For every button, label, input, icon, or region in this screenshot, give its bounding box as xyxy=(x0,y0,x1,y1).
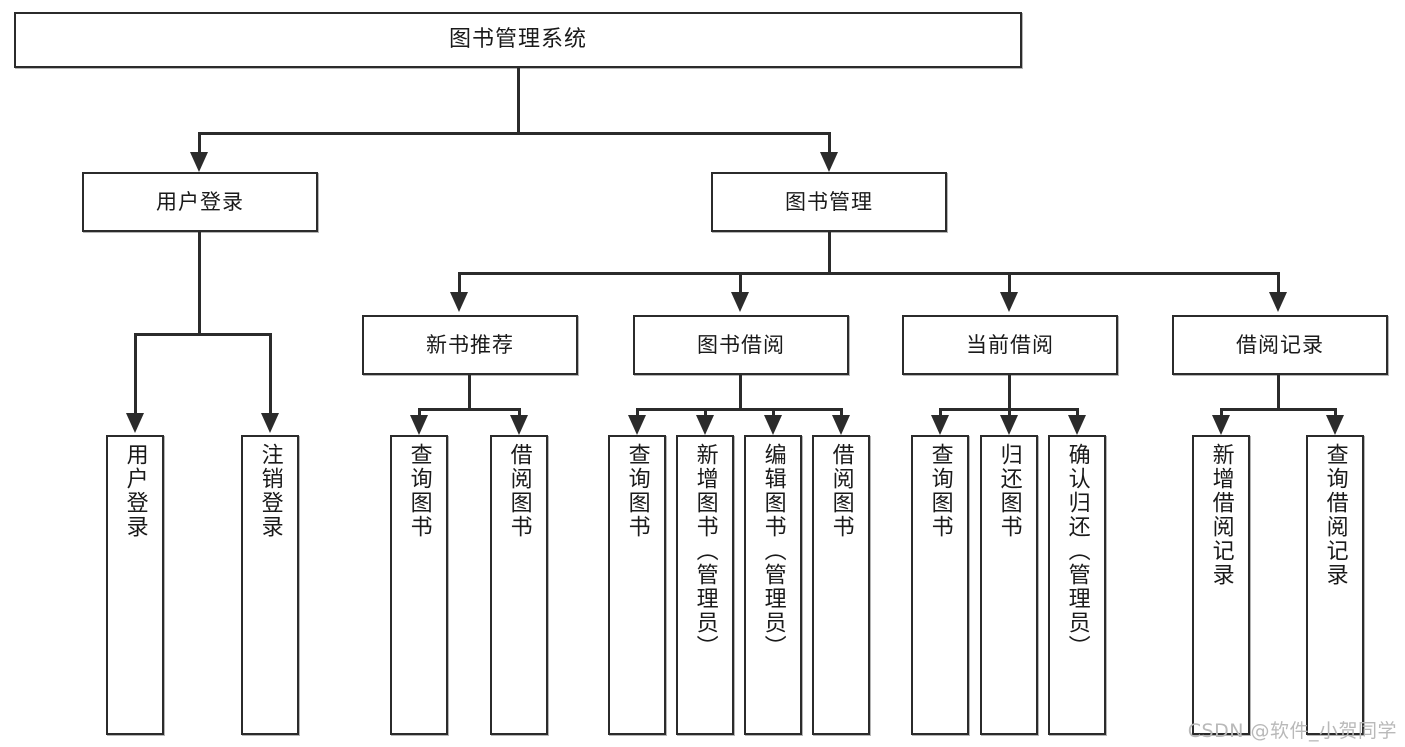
arrowhead-nbr-1 xyxy=(410,415,428,435)
connector-drop-book-borrow xyxy=(739,272,742,294)
node-label: 查询图书 xyxy=(927,443,953,539)
node-label: 用户登录 xyxy=(156,189,244,214)
connector-drop-bb-1 xyxy=(636,408,639,420)
connector-drop-bb-2 xyxy=(704,408,707,420)
node-label: 借阅图书 xyxy=(506,443,532,539)
node-label: 用户登录 xyxy=(122,443,148,539)
node-new-book-recommend[interactable]: 新书推荐 xyxy=(362,315,578,375)
node-borrow-record[interactable]: 借阅记录 xyxy=(1172,315,1388,375)
arrowhead-cb-2 xyxy=(1000,415,1018,435)
connector-drop-bb-4 xyxy=(840,408,843,420)
node-label: 注销登录 xyxy=(257,443,283,539)
node-label: 借阅图书 xyxy=(828,443,854,539)
node-label: 新增图书（管理员） xyxy=(692,443,718,659)
arrowhead-br-1 xyxy=(1212,415,1230,435)
arrowhead-book-management xyxy=(820,152,838,172)
leaf-user-login-login[interactable]: 用户登录 xyxy=(106,435,164,735)
arrowhead-current-borrow xyxy=(1000,292,1018,312)
connector-book-management-stem xyxy=(828,232,831,274)
arrowhead-leaf-user-login-2 xyxy=(261,413,279,433)
leaf-book-borrow-add-admin[interactable]: 新增图书（管理员） xyxy=(676,435,734,735)
leaf-new-book-query[interactable]: 查询图书 xyxy=(390,435,448,735)
watermark-text: CSDN @软件_小贺同学 xyxy=(1187,720,1397,742)
arrowhead-leaf-user-login-1 xyxy=(126,413,144,433)
connector-drop-leaf-user-login-1 xyxy=(134,333,137,415)
connector-user-login-stem xyxy=(198,232,201,335)
node-book-borrow[interactable]: 图书借阅 xyxy=(633,315,849,375)
arrowhead-bb-3 xyxy=(764,415,782,435)
node-label: 借阅记录 xyxy=(1236,332,1324,357)
connector-drop-book-management xyxy=(828,132,831,154)
leaf-book-borrow-borrow[interactable]: 借阅图书 xyxy=(812,435,870,735)
arrowhead-book-borrow xyxy=(731,292,749,312)
arrowhead-bb-2 xyxy=(696,415,714,435)
node-label: 查询图书 xyxy=(406,443,432,539)
node-book-management[interactable]: 图书管理 xyxy=(711,172,947,232)
node-label: 编辑图书（管理员） xyxy=(760,443,786,659)
connector-book-borrow-bus xyxy=(636,408,843,411)
connector-borrow-record-bus xyxy=(1220,408,1337,411)
connector-new-book-recommend-bus xyxy=(418,408,521,411)
connector-level2-bus xyxy=(458,272,1280,275)
leaf-book-borrow-query[interactable]: 查询图书 xyxy=(608,435,666,735)
node-label: 归还图书 xyxy=(996,443,1022,539)
node-label: 查询图书 xyxy=(624,443,650,539)
leaf-current-borrow-return[interactable]: 归还图书 xyxy=(980,435,1038,735)
connector-drop-bb-3 xyxy=(772,408,775,420)
connector-drop-br-1 xyxy=(1220,408,1223,420)
leaf-borrow-record-add[interactable]: 新增借阅记录 xyxy=(1192,435,1250,735)
connector-user-login-bus xyxy=(134,333,272,336)
node-label: 图书借阅 xyxy=(697,332,785,357)
arrowhead-cb-1 xyxy=(931,415,949,435)
node-label: 确认归还（管理员） xyxy=(1064,443,1090,659)
arrowhead-borrow-record xyxy=(1269,292,1287,312)
connector-drop-nbr-1 xyxy=(418,408,421,420)
connector-drop-nbr-2 xyxy=(518,408,521,420)
arrowhead-bb-4 xyxy=(832,415,850,435)
connector-current-borrow-stem xyxy=(1008,375,1011,410)
connector-new-book-recommend-stem xyxy=(468,375,471,410)
connector-drop-new-book-recommend xyxy=(458,272,461,294)
connector-drop-cb-3 xyxy=(1076,408,1079,420)
node-label: 新增借阅记录 xyxy=(1208,443,1234,587)
node-label: 图书管理系统 xyxy=(448,27,587,53)
connector-level1-bus xyxy=(198,132,831,135)
leaf-current-borrow-query[interactable]: 查询图书 xyxy=(911,435,969,735)
connector-book-borrow-stem xyxy=(739,375,742,410)
connector-drop-borrow-record xyxy=(1277,272,1280,294)
arrowhead-cb-3 xyxy=(1068,415,1086,435)
node-current-borrow[interactable]: 当前借阅 xyxy=(902,315,1118,375)
connector-drop-leaf-user-login-2 xyxy=(269,333,272,415)
connector-drop-cb-2 xyxy=(1008,408,1011,420)
leaf-new-book-borrow[interactable]: 借阅图书 xyxy=(490,435,548,735)
connector-borrow-record-stem xyxy=(1277,375,1280,410)
leaf-book-borrow-edit-admin[interactable]: 编辑图书（管理员） xyxy=(744,435,802,735)
node-label: 当前借阅 xyxy=(966,332,1054,357)
node-root-book-management-system[interactable]: 图书管理系统 xyxy=(14,12,1022,68)
connector-root-stem xyxy=(517,68,520,134)
arrowhead-user-login xyxy=(190,152,208,172)
connector-drop-br-2 xyxy=(1334,408,1337,420)
arrowhead-nbr-2 xyxy=(510,415,528,435)
node-label: 图书管理 xyxy=(785,189,873,214)
node-label: 查询借阅记录 xyxy=(1322,443,1348,587)
node-label: 新书推荐 xyxy=(426,332,514,357)
connector-drop-cb-1 xyxy=(939,408,942,420)
connector-drop-user-login xyxy=(198,132,201,154)
arrowhead-new-book-recommend xyxy=(450,292,468,312)
leaf-user-login-logout[interactable]: 注销登录 xyxy=(241,435,299,735)
connector-drop-current-borrow xyxy=(1008,272,1011,294)
node-user-login[interactable]: 用户登录 xyxy=(82,172,318,232)
leaf-current-borrow-confirm-admin[interactable]: 确认归还（管理员） xyxy=(1048,435,1106,735)
arrowhead-bb-1 xyxy=(628,415,646,435)
arrowhead-br-2 xyxy=(1326,415,1344,435)
leaf-borrow-record-query[interactable]: 查询借阅记录 xyxy=(1306,435,1364,735)
